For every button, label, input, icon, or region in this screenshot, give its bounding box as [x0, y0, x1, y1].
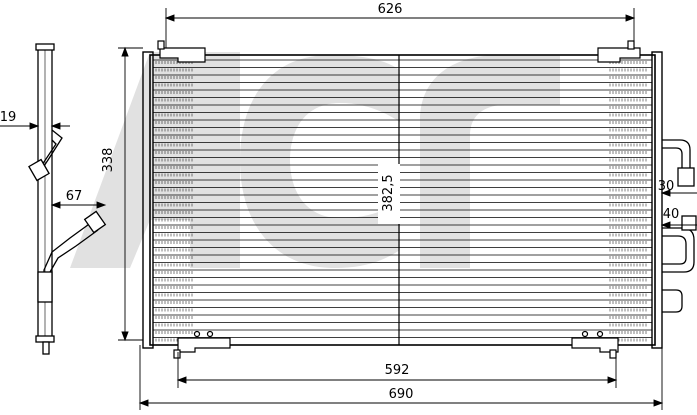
dim-overall-width: 690: [389, 387, 414, 402]
left-side-tank: [142, 51, 154, 349]
side-lower-fitting: [83, 210, 107, 234]
mounting-brackets: [157, 40, 641, 359]
dim-left-pipe-offset: 19: [0, 110, 16, 125]
condenser-body: [142, 51, 663, 349]
bracket-bottom-right-hole-2: [596, 330, 604, 338]
bracket-bottom-right: [571, 337, 619, 353]
side-tank-top-cap: [35, 43, 55, 51]
dimension-lines: [0, 8, 697, 410]
bracket-bottom-left: [177, 337, 231, 353]
bracket-bottom-left-pin: [173, 349, 181, 359]
side-upper-fitting: [28, 158, 50, 182]
acr-watermark-logo: [70, 52, 560, 268]
dim-right-lower-port: 40: [663, 207, 680, 222]
bracket-bottom-right-hole: [581, 330, 589, 338]
bracket-bottom-right-pin: [609, 349, 617, 359]
lower-inlet-fitting: [681, 215, 697, 231]
side-tank-bottom-cap: [35, 335, 55, 343]
upper-outlet-fitting: [677, 167, 695, 187]
side-lower-block: [37, 271, 53, 303]
dim-core-height: 382,5: [381, 174, 396, 211]
core-height-label-bg: [378, 164, 400, 224]
right-connection-pipes: [662, 139, 697, 313]
bracket-top-left: [159, 47, 206, 63]
dim-top-width: 626: [378, 2, 403, 17]
upper-outlet-pipe: [662, 139, 691, 170]
core-fins: [153, 59, 652, 342]
bracket-bottom-left-hole-2: [193, 330, 201, 338]
bracket-top-right-tab: [627, 40, 635, 50]
side-tank-foot: [42, 341, 50, 355]
dim-right-upper-port: 30: [658, 179, 675, 194]
dim-left-height: 338: [101, 148, 116, 173]
side-view-tank: [28, 43, 107, 355]
core-outline: [149, 54, 656, 346]
bracket-top-right: [597, 47, 641, 63]
bracket-top-left-tab: [157, 40, 165, 50]
right-side-tank: [651, 51, 663, 349]
bracket-bottom-left-hole: [206, 330, 214, 338]
lower-inlet-pipe: [662, 227, 695, 273]
dim-left-pipe-length: 67: [66, 189, 83, 204]
dim-bracket-span: 592: [385, 363, 410, 378]
